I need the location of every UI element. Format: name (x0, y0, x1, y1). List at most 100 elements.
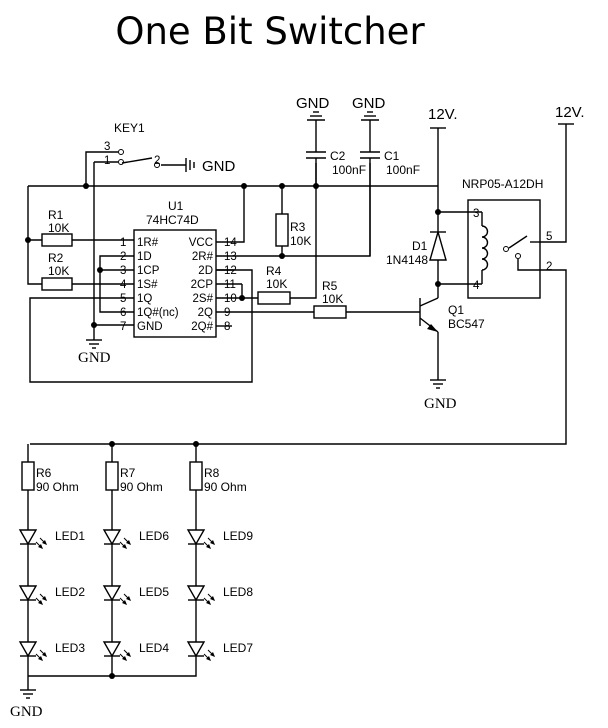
svg-text:GND: GND (10, 704, 43, 720)
key1-pin2: 2 (154, 155, 160, 167)
resistor-r2: R2 10K (41, 251, 73, 291)
u1-pin-name: 1R# (137, 237, 159, 249)
svg-text:R6: R6 (36, 466, 52, 480)
svg-text:3: 3 (473, 208, 479, 220)
svg-text:R7: R7 (120, 466, 136, 480)
resistor-r5: R5 10K (313, 279, 347, 319)
svg-text:12V.: 12V. (428, 106, 457, 123)
svg-text:R2: R2 (48, 251, 64, 265)
resistor-r6: R6 90 Ohm (21, 461, 79, 494)
led-led1: LED1 (18, 529, 85, 549)
u1-pin-name: 1D (137, 251, 152, 263)
svg-text:90 Ohm: 90 Ohm (204, 480, 247, 494)
svg-text:NRP05-A12DH: NRP05-A12DH (462, 177, 543, 191)
svg-text:C1: C1 (384, 149, 400, 163)
led-label: LED1 (55, 529, 85, 543)
u1-pin-number: 14 (224, 237, 237, 249)
led-label: LED5 (139, 585, 169, 599)
led-led3: LED3 (18, 641, 85, 661)
led-label: LED4 (139, 641, 169, 655)
resistor-r4: R4 10K (257, 264, 291, 305)
svg-text:100nF: 100nF (332, 163, 366, 177)
u1-pin-name: 2Q# (191, 321, 213, 333)
led-label: LED7 (223, 641, 253, 655)
u1-pin-number: 11 (224, 279, 236, 291)
svg-text:12V.: 12V. (555, 104, 584, 121)
svg-text:10K: 10K (48, 264, 69, 278)
resistor-r7: R7 90 Ohm (105, 461, 163, 494)
led-led5: LED5 (102, 585, 169, 605)
junction-dots (25, 183, 441, 679)
u1-pin-number: 1 (120, 237, 126, 249)
resistor-r3: R3 10K (275, 213, 311, 248)
transistor-q1: Q1 BC547 GND (419, 297, 485, 412)
u1-pin-name: 1Q (137, 293, 152, 305)
u1-pin-name: GND (137, 321, 163, 333)
svg-text:10K: 10K (266, 277, 287, 291)
u1-ground-symbol: GND (78, 339, 111, 366)
led-ground-symbol: GND (10, 689, 43, 720)
led-led9: LED9 (186, 529, 253, 549)
led-led4: LED4 (102, 641, 169, 661)
svg-text:Q1: Q1 (448, 303, 464, 317)
u1-pin-number: 7 (120, 321, 126, 333)
u1-pin-name: 1Q#(nc) (137, 307, 179, 319)
u1-pin-name: 1CP (137, 265, 160, 277)
svg-text:R8: R8 (204, 466, 220, 480)
svg-text:GND: GND (78, 350, 111, 366)
key1-pin1: 1 (104, 155, 110, 167)
key1-pin3: 3 (104, 141, 110, 153)
svg-text:GND: GND (296, 95, 330, 112)
supply-12v-left: 12V. (428, 106, 457, 129)
resistor-r1: R1 10K (41, 208, 73, 247)
led-led7: LED7 (186, 641, 253, 661)
svg-text:90 Ohm: 90 Ohm (36, 480, 79, 494)
led-led6: LED6 (102, 529, 169, 549)
resistor-r8: R8 90 Ohm (189, 461, 247, 494)
u1-pin-number: 3 (120, 265, 126, 277)
u1-pin-number: 13 (224, 251, 237, 263)
u1-pin-name: 2CP (191, 279, 214, 291)
svg-text:C2: C2 (330, 149, 346, 163)
svg-text:74HC74D: 74HC74D (146, 213, 199, 227)
svg-text:100nF: 100nF (386, 163, 420, 177)
svg-text:10K: 10K (48, 221, 69, 235)
u1-pin-name: 1S# (137, 279, 158, 291)
u1-pin-number: 10 (224, 293, 237, 305)
u1-pin-number: 2 (120, 251, 126, 263)
led-label: LED6 (139, 529, 169, 543)
svg-text:R1: R1 (48, 208, 64, 222)
key1-switch: KEY1 3 1 2 GND (94, 121, 236, 175)
svg-text:2: 2 (546, 261, 552, 273)
wires (27, 120, 567, 690)
u1-pin-number: 12 (224, 265, 237, 277)
capacitor-c1: C1 100nF GND (352, 95, 420, 256)
u1-pin-number: 6 (120, 307, 126, 319)
diode-d1: D1 1N4148 (386, 229, 447, 267)
svg-text:4: 4 (473, 280, 480, 292)
u1-pin-number: 5 (120, 293, 126, 305)
led-label: LED3 (55, 641, 85, 655)
page-title: One Bit Switcher (115, 10, 425, 53)
led-label: LED8 (223, 585, 253, 599)
u1-pin-name: 2R# (192, 251, 214, 263)
led-label: LED9 (223, 529, 253, 543)
svg-text:R3: R3 (290, 220, 306, 234)
svg-text:R4: R4 (266, 264, 282, 278)
u1-pin-number: 9 (224, 307, 230, 319)
svg-text:D1: D1 (412, 239, 428, 253)
led-led2: LED2 (18, 585, 85, 605)
relay-nrp05: NRP05-A12DH 3 4 5 2 (462, 177, 552, 299)
supply-12v-right: 12V. (555, 104, 584, 125)
led-led8: LED8 (186, 585, 253, 605)
u1-pin-number: 8 (224, 321, 230, 333)
svg-text:90 Ohm: 90 Ohm (120, 480, 163, 494)
svg-text:BC547: BC547 (448, 317, 485, 331)
u1-pin-name: 2Q (198, 307, 213, 319)
svg-text:GND: GND (424, 396, 457, 412)
svg-text:1N4148: 1N4148 (386, 253, 428, 267)
